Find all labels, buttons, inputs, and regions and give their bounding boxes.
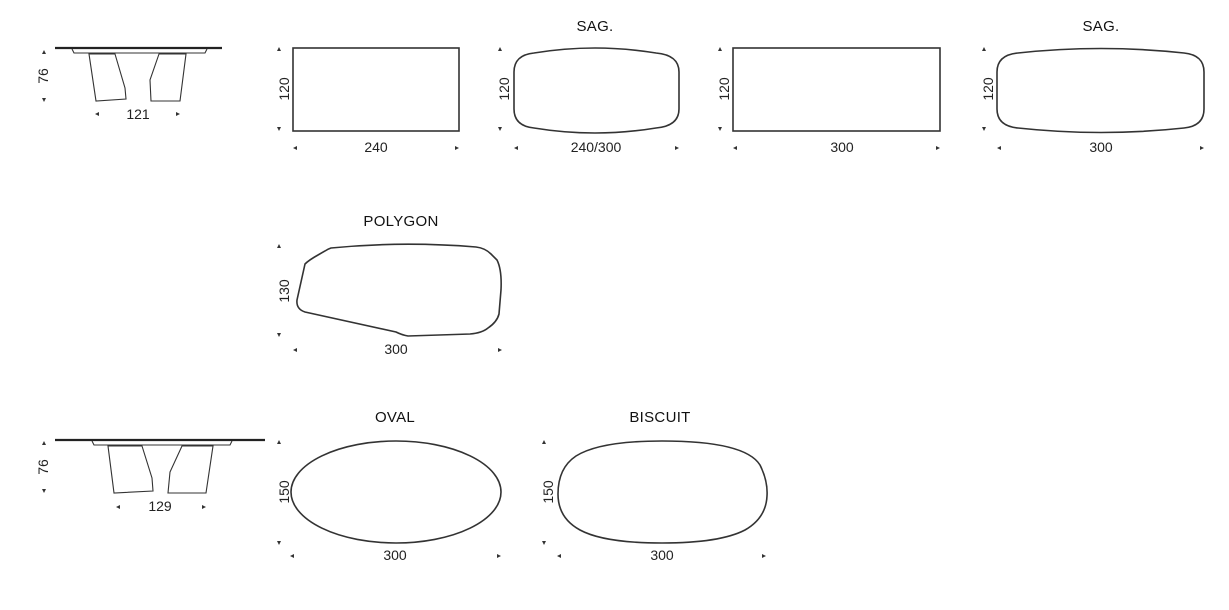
length-label: 300 (383, 547, 407, 563)
table-top-underside (91, 440, 233, 446)
depth-label: 150 (540, 480, 556, 504)
arrow-up-icon (498, 47, 502, 51)
arrow-left-icon (557, 554, 561, 558)
table-top-outline (996, 47, 1205, 134)
length-label: 300 (830, 139, 854, 155)
arrow-left-icon (293, 146, 297, 150)
arrow-left-icon (116, 505, 120, 509)
arrow-left-icon (733, 146, 737, 150)
arrow-right-icon (936, 146, 940, 150)
arrow-right-icon (1200, 146, 1204, 150)
arrow-right-icon (455, 146, 459, 150)
shape-title: POLYGON (363, 213, 438, 230)
table-top-outline (290, 440, 502, 544)
top-oval: OVAL 150 300 (276, 409, 502, 563)
arrow-up-icon (277, 47, 281, 51)
length-label: 300 (1089, 139, 1113, 155)
top-polygon: POLYGON 130 300 (276, 213, 502, 357)
arrow-up-icon (42, 441, 46, 445)
table-leg-right (149, 53, 187, 102)
length-label: 300 (384, 341, 408, 357)
arrow-right-icon (498, 348, 502, 352)
top-rect-300: 120 300 (716, 47, 941, 155)
depth-label: 120 (716, 77, 732, 101)
depth-label: 130 (276, 279, 292, 303)
arrow-up-icon (42, 50, 46, 54)
table-leg-right (167, 445, 214, 494)
arrow-down-icon (42, 98, 46, 102)
shape-title: SAG. (576, 18, 613, 35)
height-label: 76 (35, 459, 51, 475)
arrow-up-icon (542, 440, 546, 444)
arrow-up-icon (718, 47, 722, 51)
arrow-down-icon (277, 127, 281, 131)
depth-label: 120 (496, 77, 512, 101)
length-label: 300 (650, 547, 674, 563)
width-label: 121 (126, 106, 150, 122)
width-label: 129 (148, 498, 172, 514)
arrow-down-icon (277, 333, 281, 337)
arrow-down-icon (277, 541, 281, 545)
depth-label: 120 (980, 77, 996, 101)
arrow-right-icon (497, 554, 501, 558)
length-label: 240 (364, 139, 388, 155)
arrow-left-icon (997, 146, 1001, 150)
side-view-2: 76 129 (35, 438, 265, 514)
top-rect-240: 120 240 (276, 47, 460, 155)
arrow-right-icon (675, 146, 679, 150)
arrow-down-icon (42, 489, 46, 493)
table-leg-left (107, 445, 154, 494)
length-label: 240/300 (571, 139, 622, 155)
top-sag-240-300: SAG. 120 240/300 (496, 18, 680, 155)
arrow-down-icon (982, 127, 986, 131)
arrow-right-icon (762, 554, 766, 558)
arrow-up-icon (277, 244, 281, 248)
top-sag-300: SAG. 120 300 (980, 18, 1205, 155)
arrow-left-icon (95, 112, 99, 116)
arrow-right-icon (202, 505, 206, 509)
table-top-outline (732, 47, 941, 132)
table-top-outline (513, 47, 680, 134)
table-top-outline (557, 440, 768, 544)
side-view-1: 76 121 (35, 46, 222, 122)
arrow-down-icon (718, 127, 722, 131)
table-top-outline (296, 243, 502, 337)
arrow-up-icon (277, 440, 281, 444)
top-biscuit: BISCUIT 150 300 (540, 409, 768, 563)
arrow-right-icon (176, 112, 180, 116)
arrow-up-icon (982, 47, 986, 51)
arrow-down-icon (498, 127, 502, 131)
arrow-left-icon (293, 348, 297, 352)
height-label: 76 (35, 68, 51, 84)
shape-title: OVAL (375, 409, 415, 426)
table-top-outline (292, 47, 460, 132)
table-top-underside (71, 48, 208, 54)
arrow-down-icon (542, 541, 546, 545)
depth-label: 120 (276, 77, 292, 101)
shape-title: SAG. (1082, 18, 1119, 35)
depth-label: 150 (276, 480, 292, 504)
arrow-left-icon (514, 146, 518, 150)
arrow-left-icon (290, 554, 294, 558)
table-leg-left (88, 53, 127, 102)
shape-title: BISCUIT (629, 409, 690, 426)
